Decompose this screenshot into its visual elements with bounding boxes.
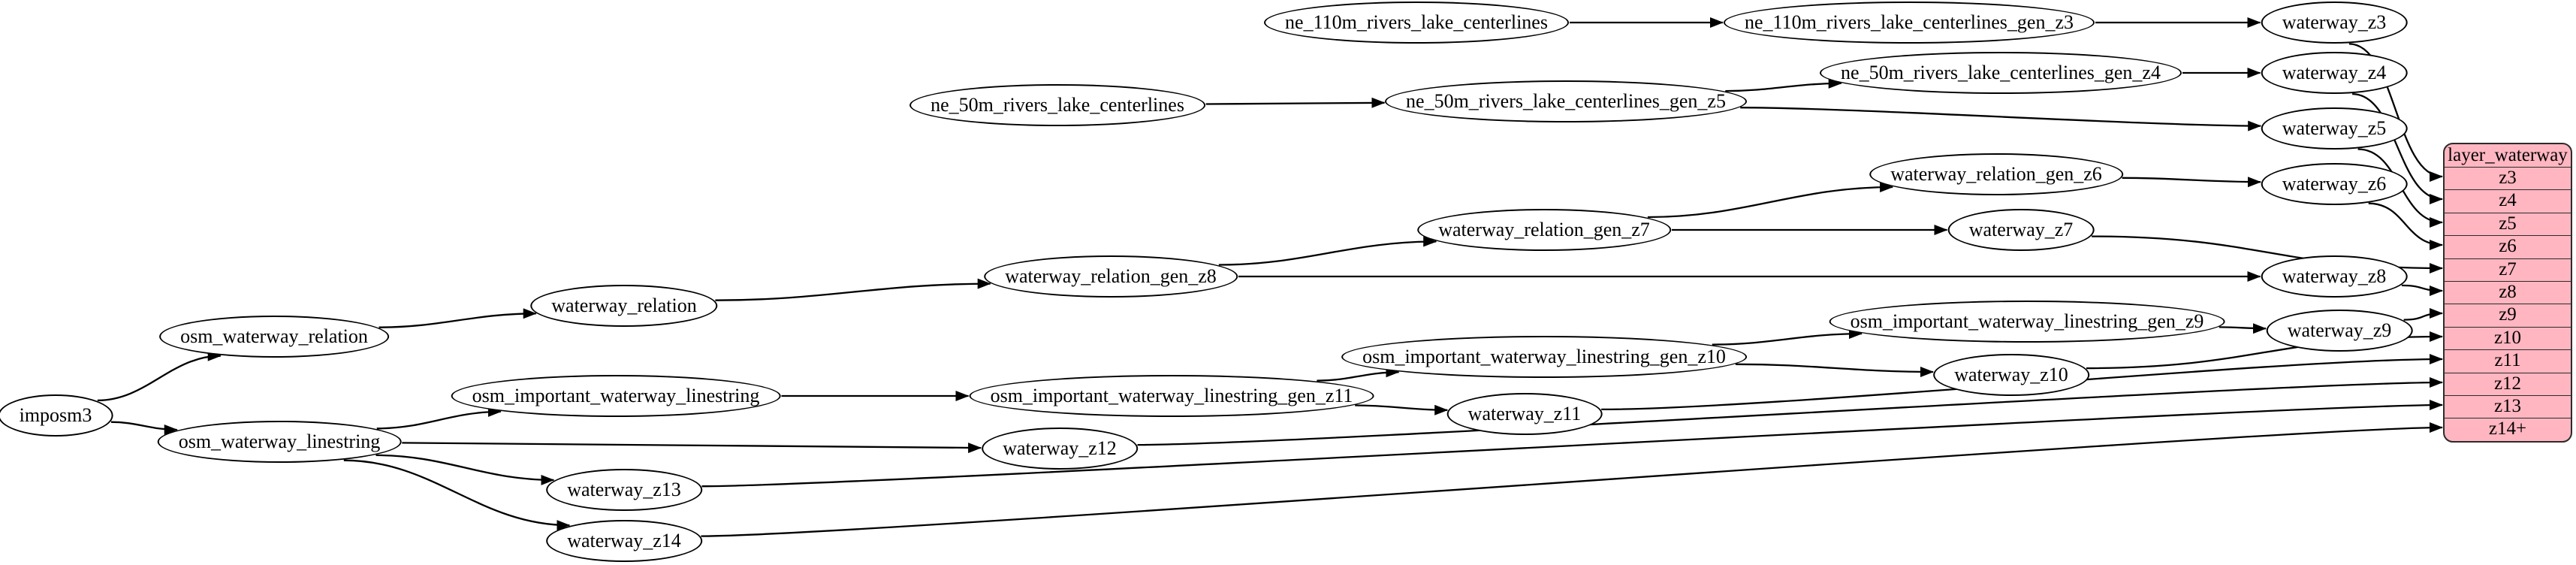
table-row-z7: z7 (2445, 258, 2571, 281)
table-row-z13: z13 (2445, 394, 2571, 418)
edge-waterway-relation-gen-z8-to-waterway-relation-gen-z7 (1218, 236, 1437, 266)
edge-osm-waterway-relation-to-waterway-relation (379, 308, 537, 328)
edge-ne-50m-rivers-lake-centerlines-gen-z5-to-waterway-z5 (1740, 107, 2262, 131)
edge-waterway-z12-to-row-z12 (1137, 377, 2443, 446)
edge-waterway-z4-to-row-z4 (2352, 92, 2443, 204)
edge-osm-waterway-linestring-to-waterway-z13 (376, 454, 555, 485)
node-osm-important-waterway-linestring: osm_important_waterway_linestring (451, 375, 781, 417)
edge-osm-important-waterway-linestring-gen-z11-to-osm-important-waterway-linestring-gen-z10 (1317, 367, 1400, 382)
table-row-z5: z5 (2445, 212, 2571, 235)
edge-osm-important-waterway-linestring-gen-z10-to-osm-important-waterway-linestring-gen-z9 (1712, 328, 1863, 346)
node-waterway-relation-gen-z7: waterway_relation_gen_z7 (1417, 209, 1671, 251)
node-ne-110m-rivers-lake-centerlines: ne_110m_rivers_lake_centerlines (1264, 2, 1569, 44)
edge-osm-waterway-linestring-to-waterway-z14 (343, 459, 571, 531)
node-waterway-z13: waterway_z13 (546, 469, 702, 511)
node-ne-50m-rivers-lake-centerlines: ne_50m_rivers_lake_centerlines (909, 84, 1205, 126)
edge-waterway-relation-gen-z6-to-waterway-z6 (2122, 177, 2261, 188)
node-waterway-relation-gen-z8: waterway_relation_gen_z8 (984, 255, 1238, 298)
node-waterway-z4: waterway_z4 (2261, 52, 2408, 94)
table-row-z6: z6 (2445, 235, 2571, 258)
table-row-z11: z11 (2445, 349, 2571, 372)
edge-waterway-z3-to-row-z3 (2348, 43, 2443, 182)
node-waterway-z14: waterway_z14 (546, 520, 702, 562)
table-row-z9: z9 (2445, 304, 2571, 326)
table-row-z10: z10 (2445, 326, 2571, 349)
node-osm-waterway-relation: osm_waterway_relation (159, 316, 389, 358)
edge-imposm3-to-osm-waterway-linestring (110, 421, 178, 435)
node-osm-waterway-linestring: osm_waterway_linestring (157, 421, 402, 463)
node-imposm3: imposm3 (0, 394, 113, 437)
edge-ne-50m-rivers-lake-centerlines-gen-z5-to-ne-50m-rivers-lake-centerlines-gen-z4 (1725, 77, 1842, 92)
node-osm-important-waterway-linestring-gen-z11: osm_important_waterway_linestring_gen_z1… (969, 375, 1374, 417)
edge-waterway-z13-to-row-z13 (701, 400, 2443, 488)
node-ne-50m-rivers-lake-centerlines-gen-z4: ne_50m_rivers_lake_centerlines_gen_z4 (1820, 52, 2182, 94)
node-waterway-z3: waterway_z3 (2261, 2, 2408, 44)
edge-imposm3-to-osm-waterway-relation (97, 350, 222, 402)
table-row-z4: z4 (2445, 189, 2571, 212)
table-row-z12: z12 (2445, 372, 2571, 395)
node-waterway-z8: waterway_z8 (2261, 255, 2408, 298)
edge-osm-waterway-linestring-to-osm-important-waterway-linestring (376, 406, 502, 430)
edge-waterway-relation-to-waterway-relation-gen-z8 (715, 278, 991, 301)
table-row-z8: z8 (2445, 280, 2571, 304)
node-waterway-z10: waterway_z10 (1933, 354, 2089, 396)
node-waterway-z6: waterway_z6 (2261, 163, 2408, 205)
node-ne-50m-rivers-lake-centerlines-gen-z5: ne_50m_rivers_lake_centerlines_gen_z5 (1385, 80, 1747, 122)
node-waterway-z9: waterway_z9 (2266, 310, 2413, 352)
edge-waterway-relation-gen-z7-to-waterway-relation-gen-z6 (1647, 182, 1894, 219)
node-waterway-relation-gen-z6: waterway_relation_gen_z6 (1869, 153, 2123, 195)
edge-ne-50m-rivers-lake-centerlines-to-ne-50m-rivers-lake-centerlines-gen-z5 (1205, 97, 1386, 108)
edge-waterway-z8-to-row-z8 (2401, 284, 2443, 296)
node-osm-important-waterway-linestring-gen-z10: osm_important_waterway_linestring_gen_z1… (1341, 336, 1747, 378)
edge-waterway-z6-to-row-z6 (2368, 202, 2443, 250)
node-waterway-z11: waterway_z11 (1446, 393, 1603, 435)
table-row-z3: z3 (2445, 167, 2571, 189)
edge-osm-important-waterway-linestring-gen-z11-to-waterway-z11 (1355, 404, 1449, 415)
node-ne-110m-rivers-lake-centerlines-gen-z3: ne_110m_rivers_lake_centerlines_gen_z3 (1724, 2, 2095, 44)
edge-osm-important-waterway-linestring-gen-z9-to-waterway-z9 (2219, 323, 2267, 334)
node-osm-important-waterway-linestring-gen-z9: osm_important_waterway_linestring_gen_z9 (1829, 301, 2225, 343)
edge-osm-important-waterway-linestring-gen-z10-to-waterway-z10 (1735, 363, 1934, 377)
edge-waterway-z14-to-row-z14plus (701, 422, 2443, 537)
node-waterway-z5: waterway_z5 (2261, 107, 2408, 150)
node-waterway-z12: waterway_z12 (982, 428, 1138, 470)
edge-osm-waterway-linestring-to-waterway-z12 (402, 442, 982, 454)
table-row-z14plus: z14+ (2445, 418, 2571, 440)
table-title: layer_waterway (2448, 145, 2568, 165)
edge-waterway-z9-to-row-z9 (2403, 308, 2443, 321)
node-waterway-relation: waterway_relation (530, 285, 718, 327)
node-waterway-z7: waterway_z7 (1947, 209, 2095, 251)
